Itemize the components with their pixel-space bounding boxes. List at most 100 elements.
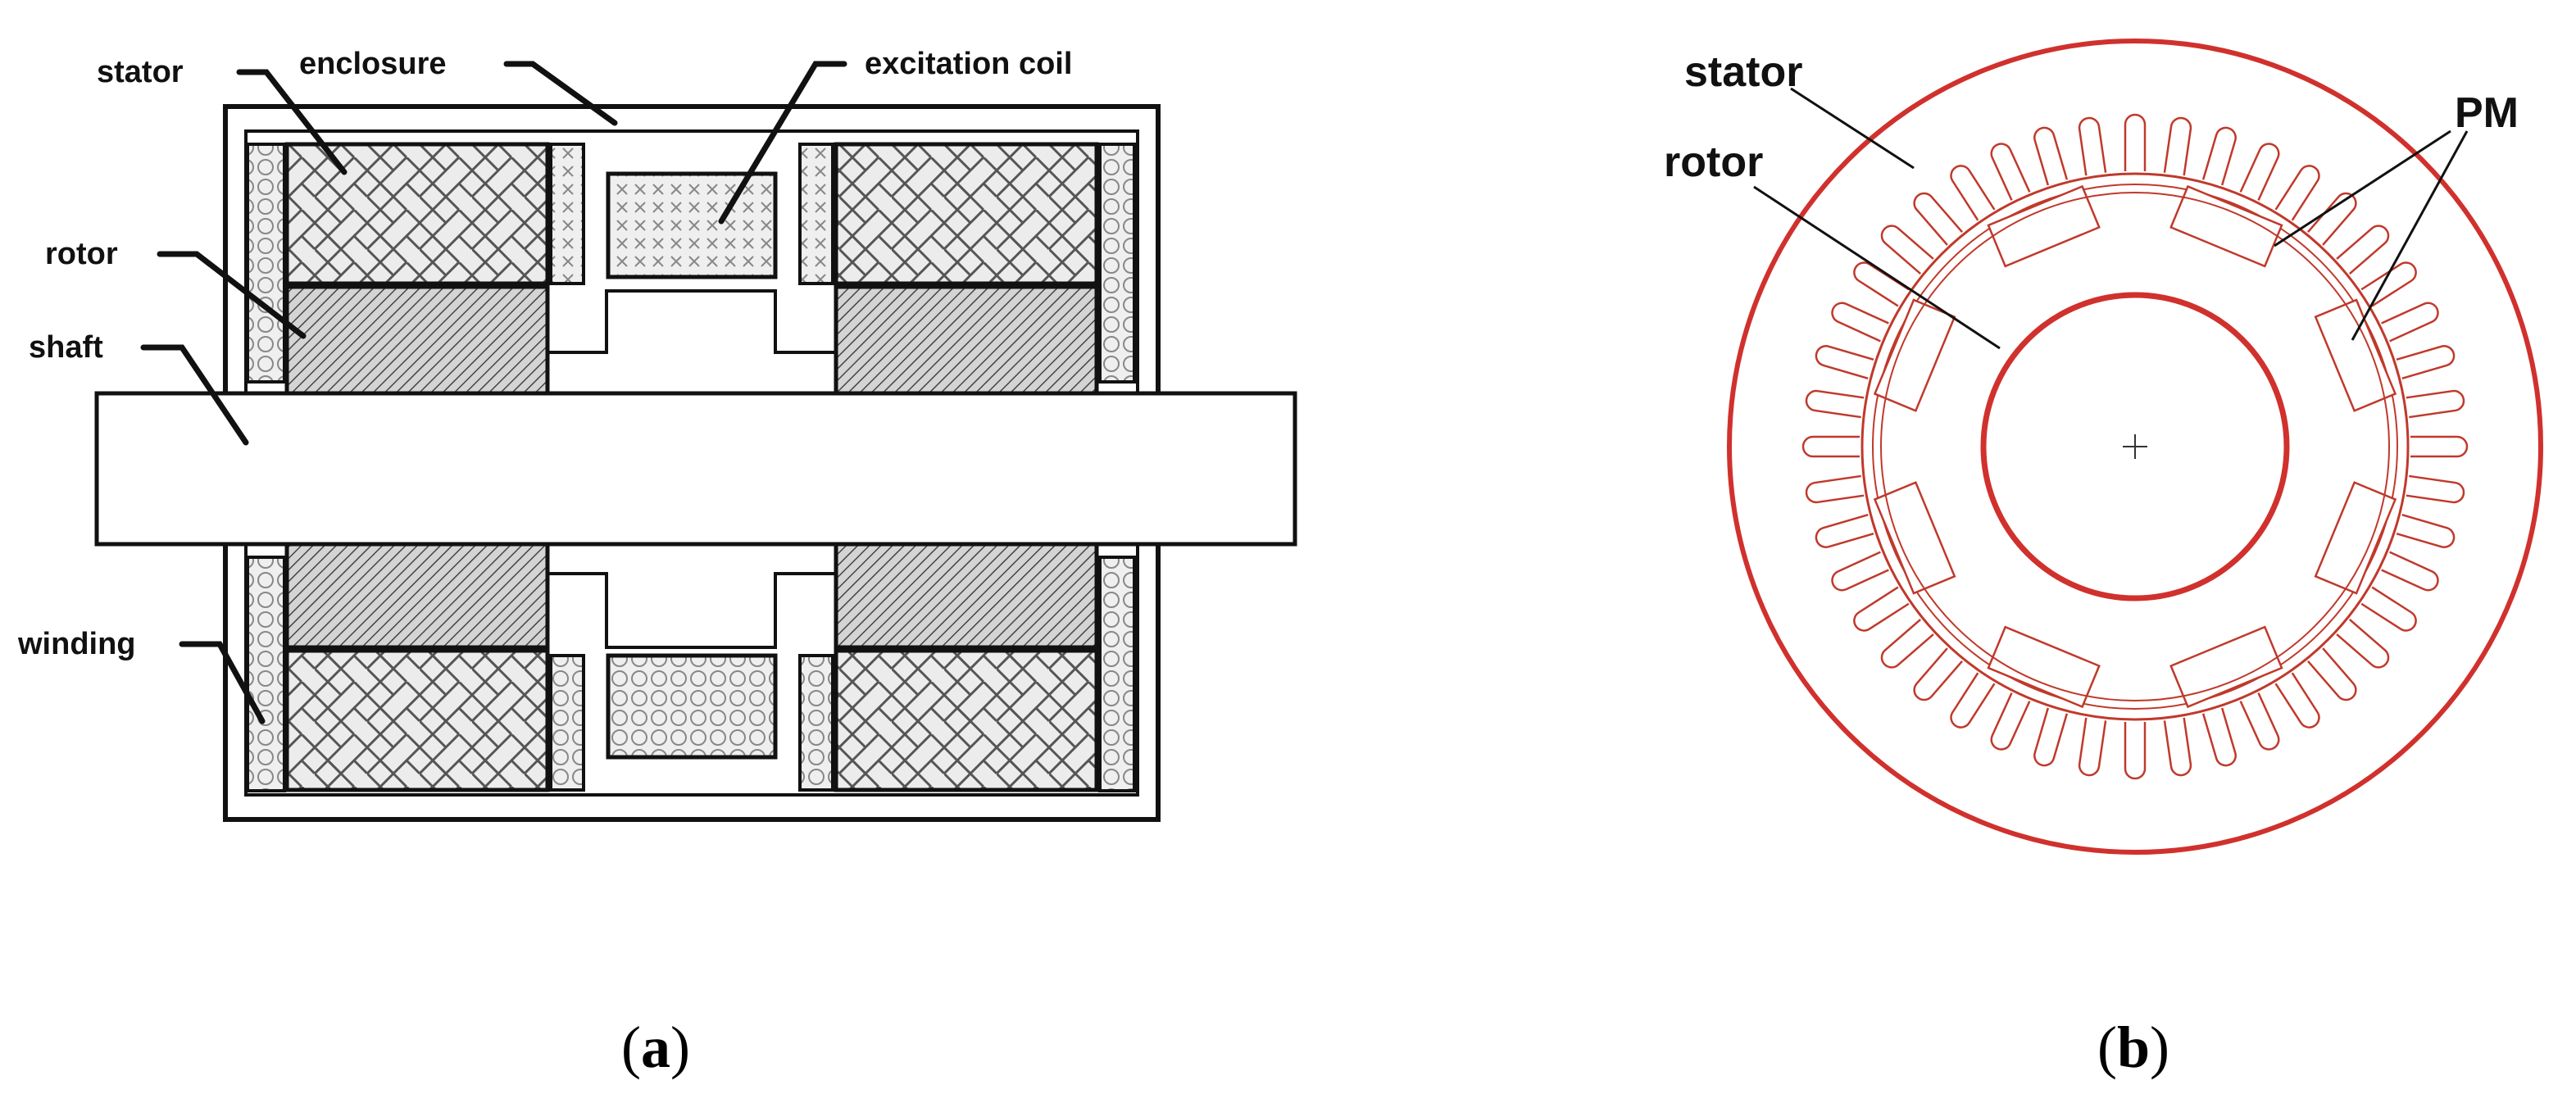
stator-slot [2124, 113, 2147, 171]
stator-slot [2360, 261, 2417, 307]
label-rotor-a: rotor [45, 237, 118, 271]
leader-pm-2 [2351, 130, 2469, 341]
stator-slot [2078, 116, 2107, 176]
leader-enclosure [503, 61, 618, 126]
stator-slot [1913, 192, 1963, 246]
winding-end-top-left-inner [549, 143, 585, 285]
winding-end-bottom-left-inner [549, 654, 585, 792]
winding-end-top-right-inner [798, 143, 834, 285]
caption-a: (a) [621, 1014, 690, 1080]
rotor-core-bottom-right [834, 542, 1099, 650]
stator-core-bottom-right [834, 648, 1099, 792]
stator-slot [2239, 143, 2280, 201]
stator-slot [2078, 717, 2107, 777]
stator-core-bottom-left [284, 648, 550, 792]
stator-slot [1801, 435, 1860, 458]
stator-slot [2410, 435, 2469, 458]
excitation-coil-top [606, 171, 778, 279]
stator-slot [2239, 692, 2280, 751]
pm-block [1873, 481, 1956, 595]
rotor-core-top-right [834, 284, 1099, 396]
stator-slot [2274, 672, 2320, 729]
stator-slot [1831, 302, 1889, 343]
label-enclosure: enclosure [299, 47, 447, 81]
leader-pm-1 [2274, 129, 2451, 247]
stator-slot [2396, 345, 2456, 380]
stator-slot [1805, 474, 1865, 504]
leader-excitation-coil [718, 61, 847, 225]
pm-block [2314, 481, 2397, 595]
stator-slot [1950, 672, 1996, 729]
stator-slot [1831, 551, 1889, 592]
airgap-circle [1872, 184, 2398, 710]
stator-slot [2336, 225, 2390, 275]
rotor-core-top-left [284, 284, 550, 396]
leader-winding [179, 641, 266, 724]
pm-block [1987, 625, 2101, 709]
rotor-core-bottom-left [284, 542, 550, 650]
stator-slot [2201, 707, 2237, 767]
pm-block [2169, 184, 2283, 268]
stator-slot [2124, 722, 2147, 780]
leader-rotor-b [1753, 185, 2001, 350]
stator-core-top-left [284, 142, 550, 286]
label-winding: winding [17, 627, 136, 661]
stator-slot [2381, 302, 2439, 343]
stator-slot [1853, 261, 1910, 307]
winding-end-top-left [246, 143, 286, 384]
panel-a-cross-section: stator enclosure excitation coil rotor s… [17, 47, 1297, 1080]
stator-slot [1853, 586, 1910, 632]
stator-slot [2033, 707, 2069, 767]
label-shaft: shaft [29, 330, 103, 365]
winding-end-bottom-left [246, 556, 286, 792]
stator-slot [1990, 143, 2031, 201]
rotor-yoke-bottom [547, 572, 836, 649]
stator-slot [2396, 513, 2456, 548]
shaft [94, 391, 1297, 547]
leader-stator-b [1790, 87, 1915, 170]
stator-slot [2336, 619, 2390, 669]
stator-slot [1805, 389, 1865, 419]
panel-b-motor-section: stator rotor PM (b) [1664, 39, 2543, 1080]
stator-slot [1990, 692, 2031, 751]
winding-end-bottom-right [1098, 556, 1136, 792]
stator-slot [2406, 474, 2465, 504]
stator-slot [1815, 513, 1874, 548]
label-rotor-b: rotor [1664, 138, 1763, 186]
stator-slot [2033, 126, 2069, 186]
leader-shaft [140, 344, 249, 446]
pm-block [1987, 184, 2101, 268]
pm-block [2314, 298, 2397, 412]
stator-slot [2274, 165, 2320, 221]
pm-block [2169, 625, 2283, 709]
stator-slot [1950, 165, 1996, 221]
stator-slot [2360, 586, 2417, 632]
stator-core-top-right [834, 142, 1099, 286]
label-pm: PM [2455, 89, 2519, 137]
stator-slot [2163, 717, 2192, 777]
label-excitation-coil: excitation coil [865, 47, 1072, 81]
stator-slots [1801, 113, 2469, 780]
caption-b: (b) [2097, 1014, 2169, 1080]
stator-slot [2201, 126, 2237, 186]
stator-slot [1913, 647, 1963, 701]
stator-slot [1880, 225, 1934, 275]
stator-slot [2406, 389, 2465, 419]
permanent-magnets [1873, 184, 2397, 709]
leader-stator [236, 69, 348, 175]
excitation-coil-bottom [606, 653, 778, 760]
winding-end-bottom-right-inner [798, 654, 834, 792]
stator-slot [1815, 345, 1874, 380]
label-stator-a: stator [97, 55, 184, 89]
stator-slot [2163, 116, 2192, 176]
rotor-inner-circle [1880, 192, 2390, 701]
center-cross [2123, 434, 2147, 459]
pm-block [1873, 298, 1956, 412]
stator-slot [2307, 647, 2357, 701]
label-stator-b: stator [1684, 48, 1802, 96]
rotor-yoke-top [547, 289, 836, 354]
stator-slot [1880, 619, 1934, 669]
leader-rotor [157, 251, 307, 339]
stator-slot [2381, 551, 2439, 592]
